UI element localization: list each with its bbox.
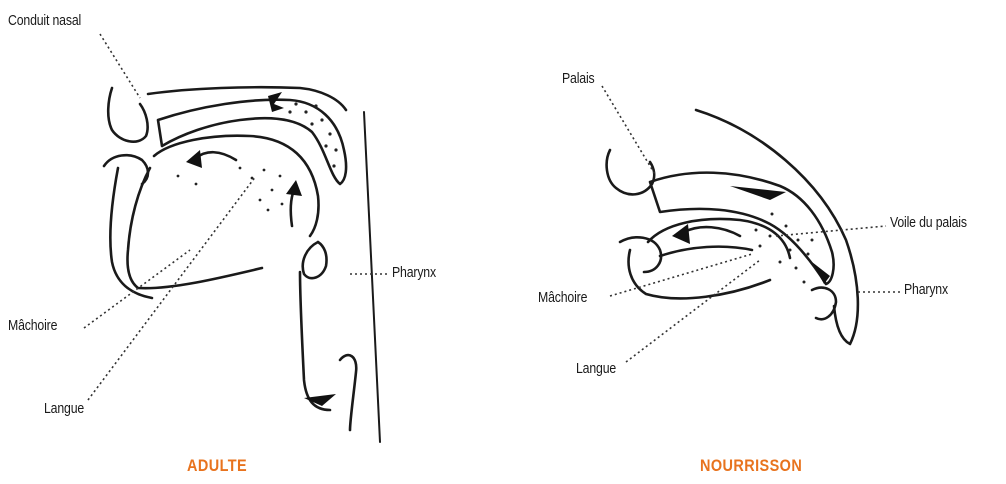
- infant-jaw: [629, 250, 770, 298]
- adult-leader-tongue: [88, 176, 256, 400]
- infant-leader-palate: [602, 86, 656, 176]
- label-infant-jaw: Mâchoire: [538, 289, 587, 306]
- adult-leader-nasal: [100, 34, 140, 98]
- caption-infant: NOURRISSON: [700, 456, 802, 476]
- adult-upper-lip: [108, 88, 147, 142]
- adult-leader-jaw: [84, 250, 190, 328]
- label-infant-tongue: Langue: [576, 360, 616, 377]
- infant-arrow: [684, 227, 740, 236]
- label-adult-nasal: Conduit nasal: [8, 12, 81, 29]
- label-infant-pharynx: Pharynx: [904, 281, 948, 298]
- infant-leader-soft-palate: [776, 226, 886, 236]
- caption-adult: ADULTE: [187, 456, 247, 476]
- label-infant-soft-palate: Voile du palais: [890, 214, 967, 231]
- adult-lower-lip: [104, 155, 148, 184]
- adult-arrow-mouth: [196, 152, 236, 160]
- adult-arrow-throat: [291, 190, 294, 226]
- label-adult-jaw: Mâchoire: [8, 317, 57, 334]
- adult-pharynx-wall: [364, 112, 380, 442]
- infant-illustration: [602, 86, 900, 362]
- adult-larynx: [300, 272, 330, 410]
- adult-arrow-throat-head: [286, 180, 302, 196]
- label-adult-pharynx: Pharynx: [392, 264, 436, 281]
- adult-epiglottis: [303, 242, 327, 278]
- infant-nose: [607, 150, 655, 194]
- infant-chin: [660, 247, 752, 256]
- adult-illustration: [84, 34, 390, 442]
- infant-palate-mark: [730, 186, 786, 200]
- label-infant-palate: Palais: [562, 70, 595, 87]
- infant-larynx: [812, 288, 836, 320]
- adult-arrow-mouth-head: [186, 150, 202, 168]
- infant-stipple: [755, 213, 814, 284]
- infant-lower-lip: [620, 237, 661, 272]
- adult-palate-dark-mark: [268, 92, 284, 112]
- adult-jaw: [127, 168, 262, 288]
- infant-leader-tongue: [626, 260, 760, 362]
- adult-trachea: [340, 355, 356, 430]
- infant-velum-mark: [812, 262, 830, 284]
- label-adult-tongue: Langue: [44, 400, 84, 417]
